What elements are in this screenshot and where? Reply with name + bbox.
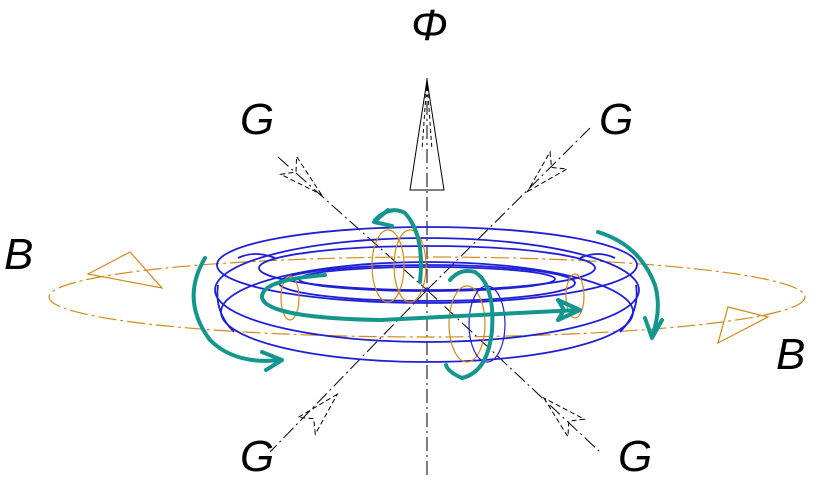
g-label-top-left: G (240, 95, 275, 144)
cross-section-right (565, 273, 585, 319)
g-arrow-top-right (526, 150, 569, 193)
circulation-top-arrowhead (372, 208, 394, 228)
torus-profile-right (619, 284, 638, 333)
ring-cross-sections (280, 229, 585, 363)
b-field-label-right: B (776, 330, 806, 379)
g-axis-top-left (277, 156, 428, 291)
g-axis-top-right (426, 127, 591, 291)
g-arrow-top-left (278, 154, 323, 196)
cross-section-back (371, 229, 427, 303)
circulation-arrows (191, 208, 664, 380)
phi-arrowhead (409, 79, 445, 191)
circulation-main-loop (260, 273, 580, 322)
b-field-ellipse (48, 256, 806, 338)
torus-outer-top (216, 226, 638, 304)
cross-section-left (280, 275, 300, 321)
g-label-bottom-right: G (618, 432, 653, 481)
circulation-front-loop (444, 269, 495, 380)
g-arrow-bottom-right (542, 396, 586, 439)
torus-inner-top (258, 245, 596, 291)
g-label-top-right: G (599, 95, 634, 144)
circulation-right-arrowhead (643, 316, 664, 340)
torus (214, 226, 640, 363)
g-label-bottom-left: G (240, 432, 275, 481)
torus-outer-mid (214, 237, 640, 343)
circulation-right-loop (596, 230, 660, 338)
circulation-left-arrowhead (260, 350, 284, 372)
b-field-arrow-right (717, 306, 770, 345)
phi-label: Φ (411, 1, 448, 50)
b-field (48, 251, 806, 345)
torus-profile-left (216, 284, 235, 333)
b-field-label-left: B (4, 230, 34, 279)
g-axis-bottom-right (426, 289, 601, 453)
cross-section-front (448, 285, 506, 363)
torus-cap-left (237, 253, 276, 259)
circulation-left-loop (191, 256, 282, 363)
g-arrows (278, 150, 586, 439)
torus-cap-right (579, 253, 616, 259)
phi-arrow (409, 79, 445, 191)
b-field-arrow-left (86, 251, 164, 289)
circulation-main-arrowhead (556, 298, 582, 322)
g-arrow-bottom-left (296, 392, 339, 436)
